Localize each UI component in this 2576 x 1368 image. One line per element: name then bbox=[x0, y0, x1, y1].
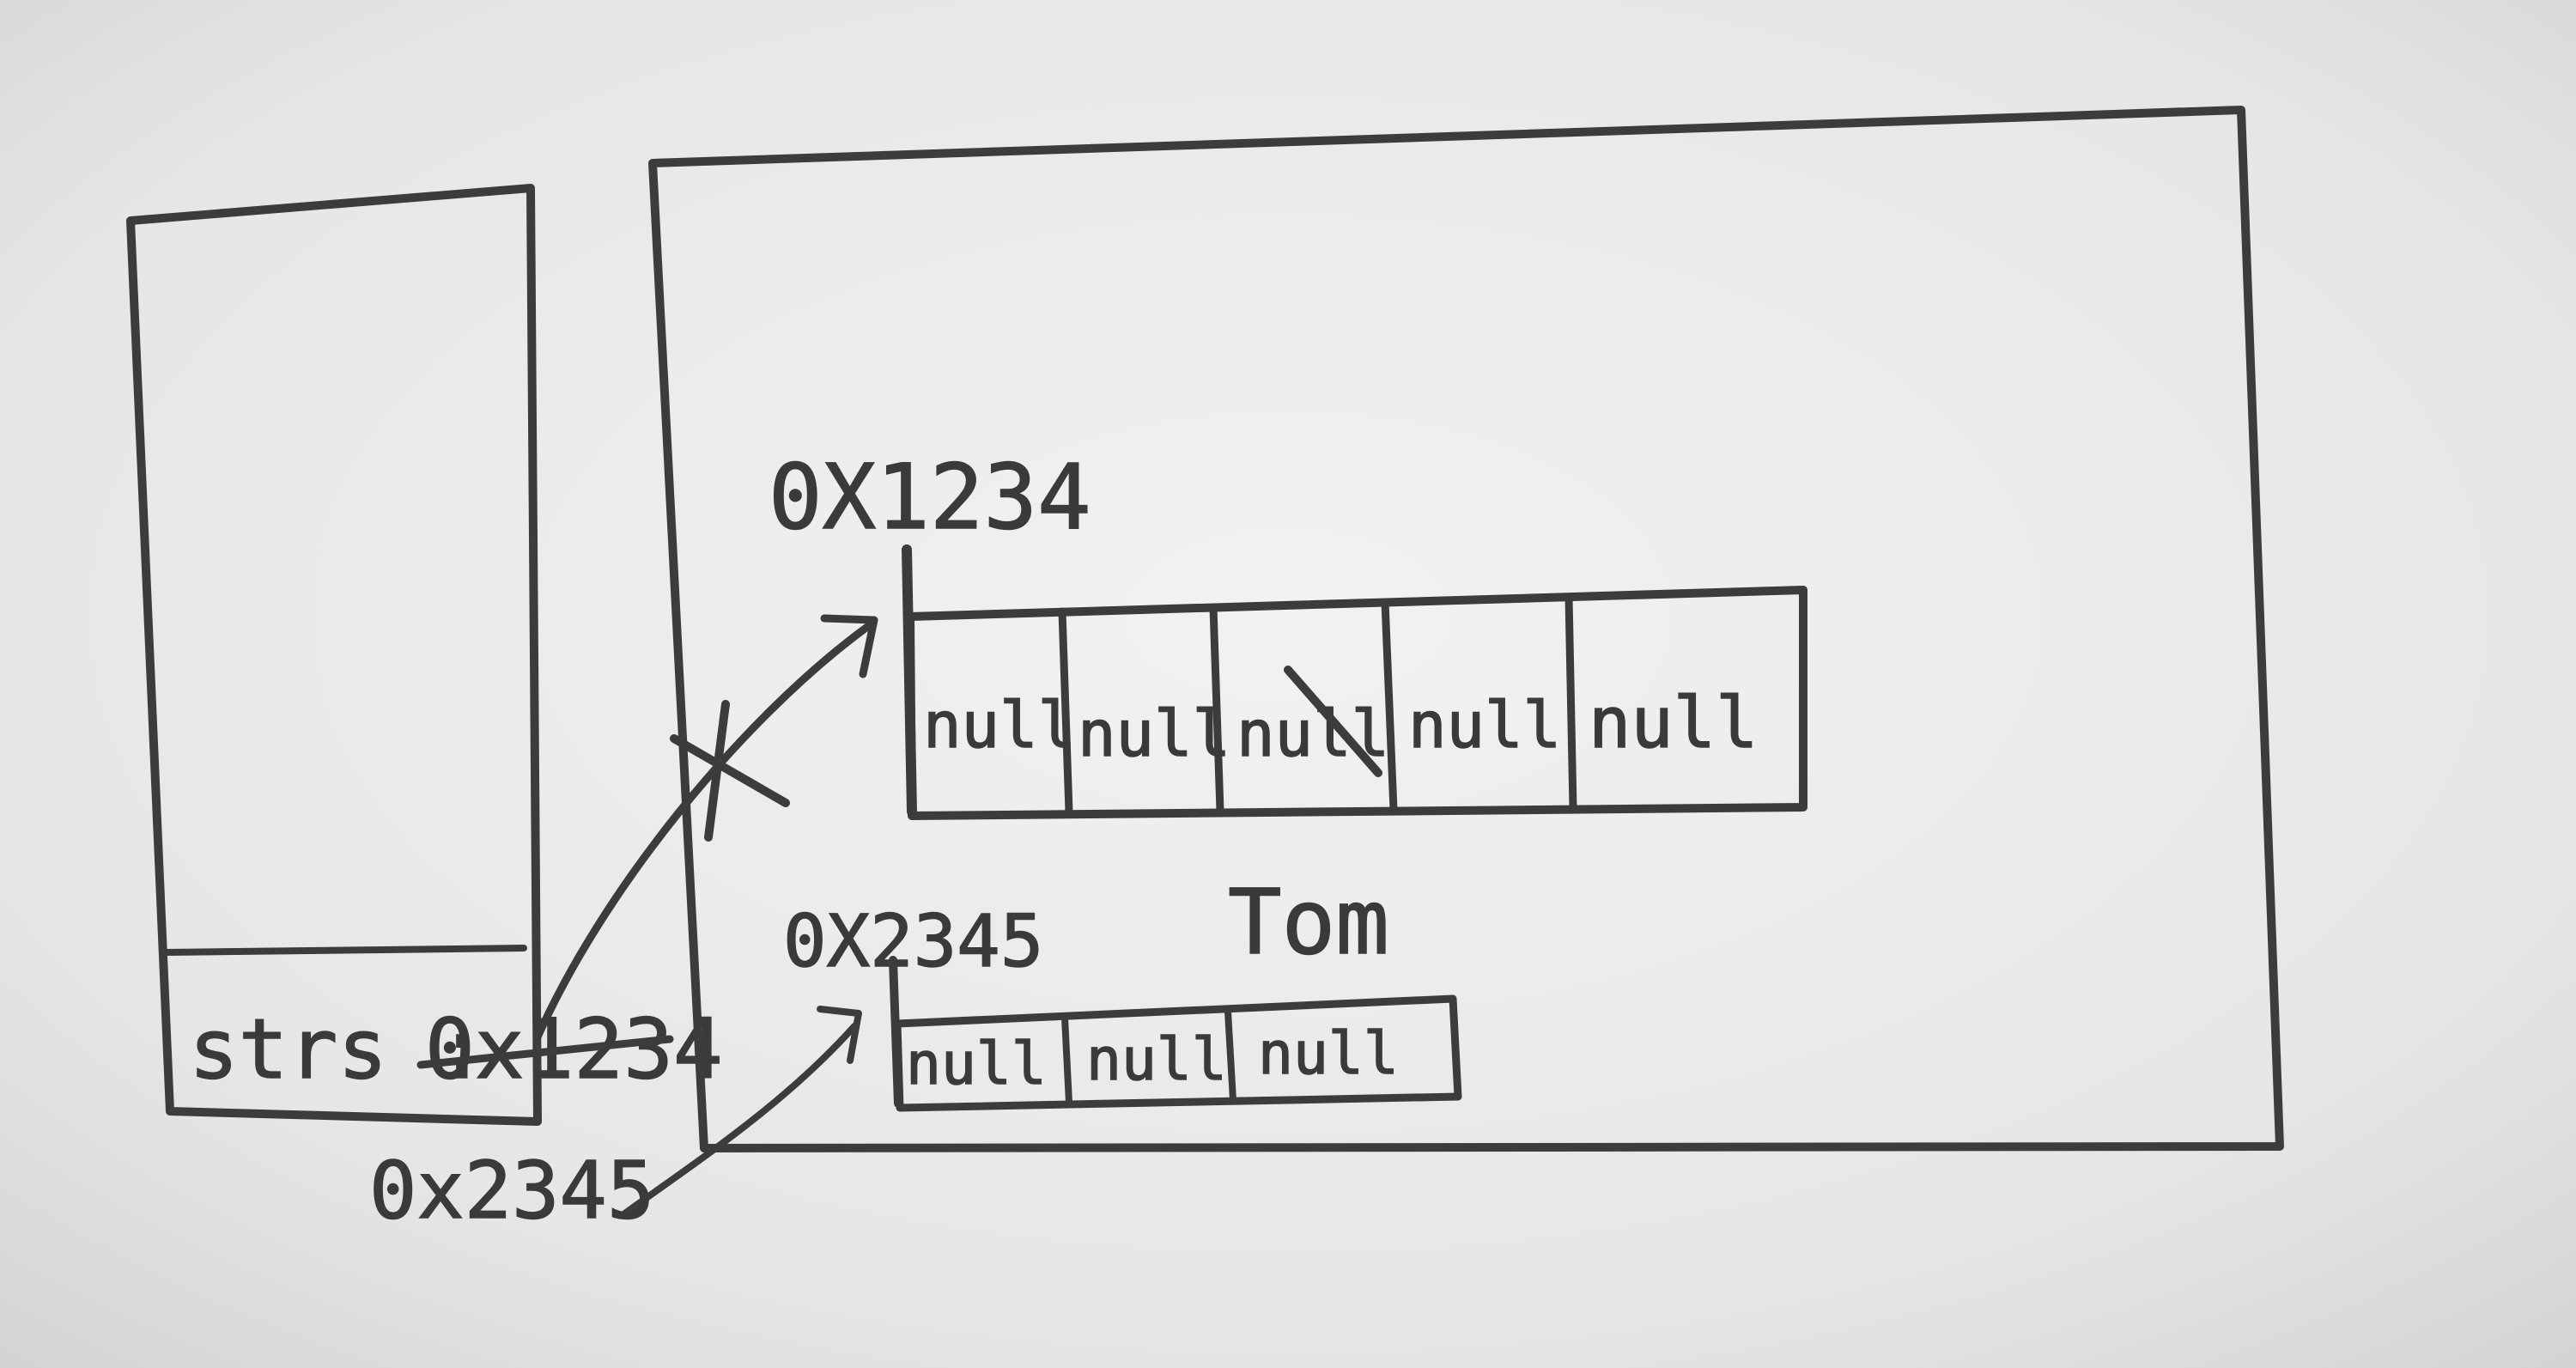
cell-strike bbox=[1284, 666, 1382, 777]
heap-frame bbox=[648, 106, 2284, 1152]
new-pointer-arrowhead bbox=[817, 1006, 862, 1064]
array-2-cell: null bbox=[906, 1031, 1047, 1098]
array-1-cell: null bbox=[1078, 697, 1230, 771]
old-pointer-line bbox=[532, 623, 872, 1043]
array-0x1234: 0X1234 null null null null null bbox=[768, 444, 1807, 820]
new-pointer-arrow: 0x2345 bbox=[368, 1006, 862, 1237]
array-2-outline bbox=[893, 994, 1462, 1112]
array-2-cell: null bbox=[1258, 1020, 1399, 1088]
pointer-strike-x bbox=[704, 700, 730, 842]
new-pointer-line bbox=[619, 1023, 858, 1219]
array-1-divider bbox=[1058, 607, 1073, 816]
stack-divider bbox=[164, 945, 527, 956]
array-1-cell: null bbox=[923, 689, 1076, 763]
array-2-divider bbox=[1061, 1014, 1072, 1106]
array-1-cell: null bbox=[1408, 689, 1561, 763]
array-2-divider bbox=[1224, 1008, 1236, 1104]
array-2-cell: null bbox=[1086, 1026, 1227, 1094]
array-1-outline bbox=[906, 586, 1807, 820]
array-1-address: 0X1234 bbox=[769, 445, 1091, 550]
array-1-divider bbox=[1209, 603, 1224, 815]
stack-variable-label: strs : bbox=[189, 1001, 487, 1097]
array-0x2345: 0X2345 null null null bbox=[782, 898, 1462, 1112]
new-address-label: 0x2345 bbox=[369, 1145, 654, 1237]
array-1-divider bbox=[1564, 593, 1577, 812]
old-pointer-arrowhead bbox=[820, 614, 878, 678]
old-address-strike bbox=[416, 1035, 674, 1069]
array-1-divider bbox=[1381, 598, 1398, 814]
pointer-strike-x bbox=[670, 734, 790, 807]
heap-box-outline bbox=[648, 106, 2284, 1152]
old-pointer-arrow bbox=[532, 614, 878, 1043]
array-1-cell: null bbox=[1589, 683, 1758, 764]
heap-note-tom: Tom bbox=[1228, 870, 1389, 975]
stack-frame: strs : 0x1234 bbox=[126, 184, 724, 1126]
stack-box-outline bbox=[126, 184, 542, 1126]
array-2-address: 0X2345 bbox=[783, 899, 1043, 983]
